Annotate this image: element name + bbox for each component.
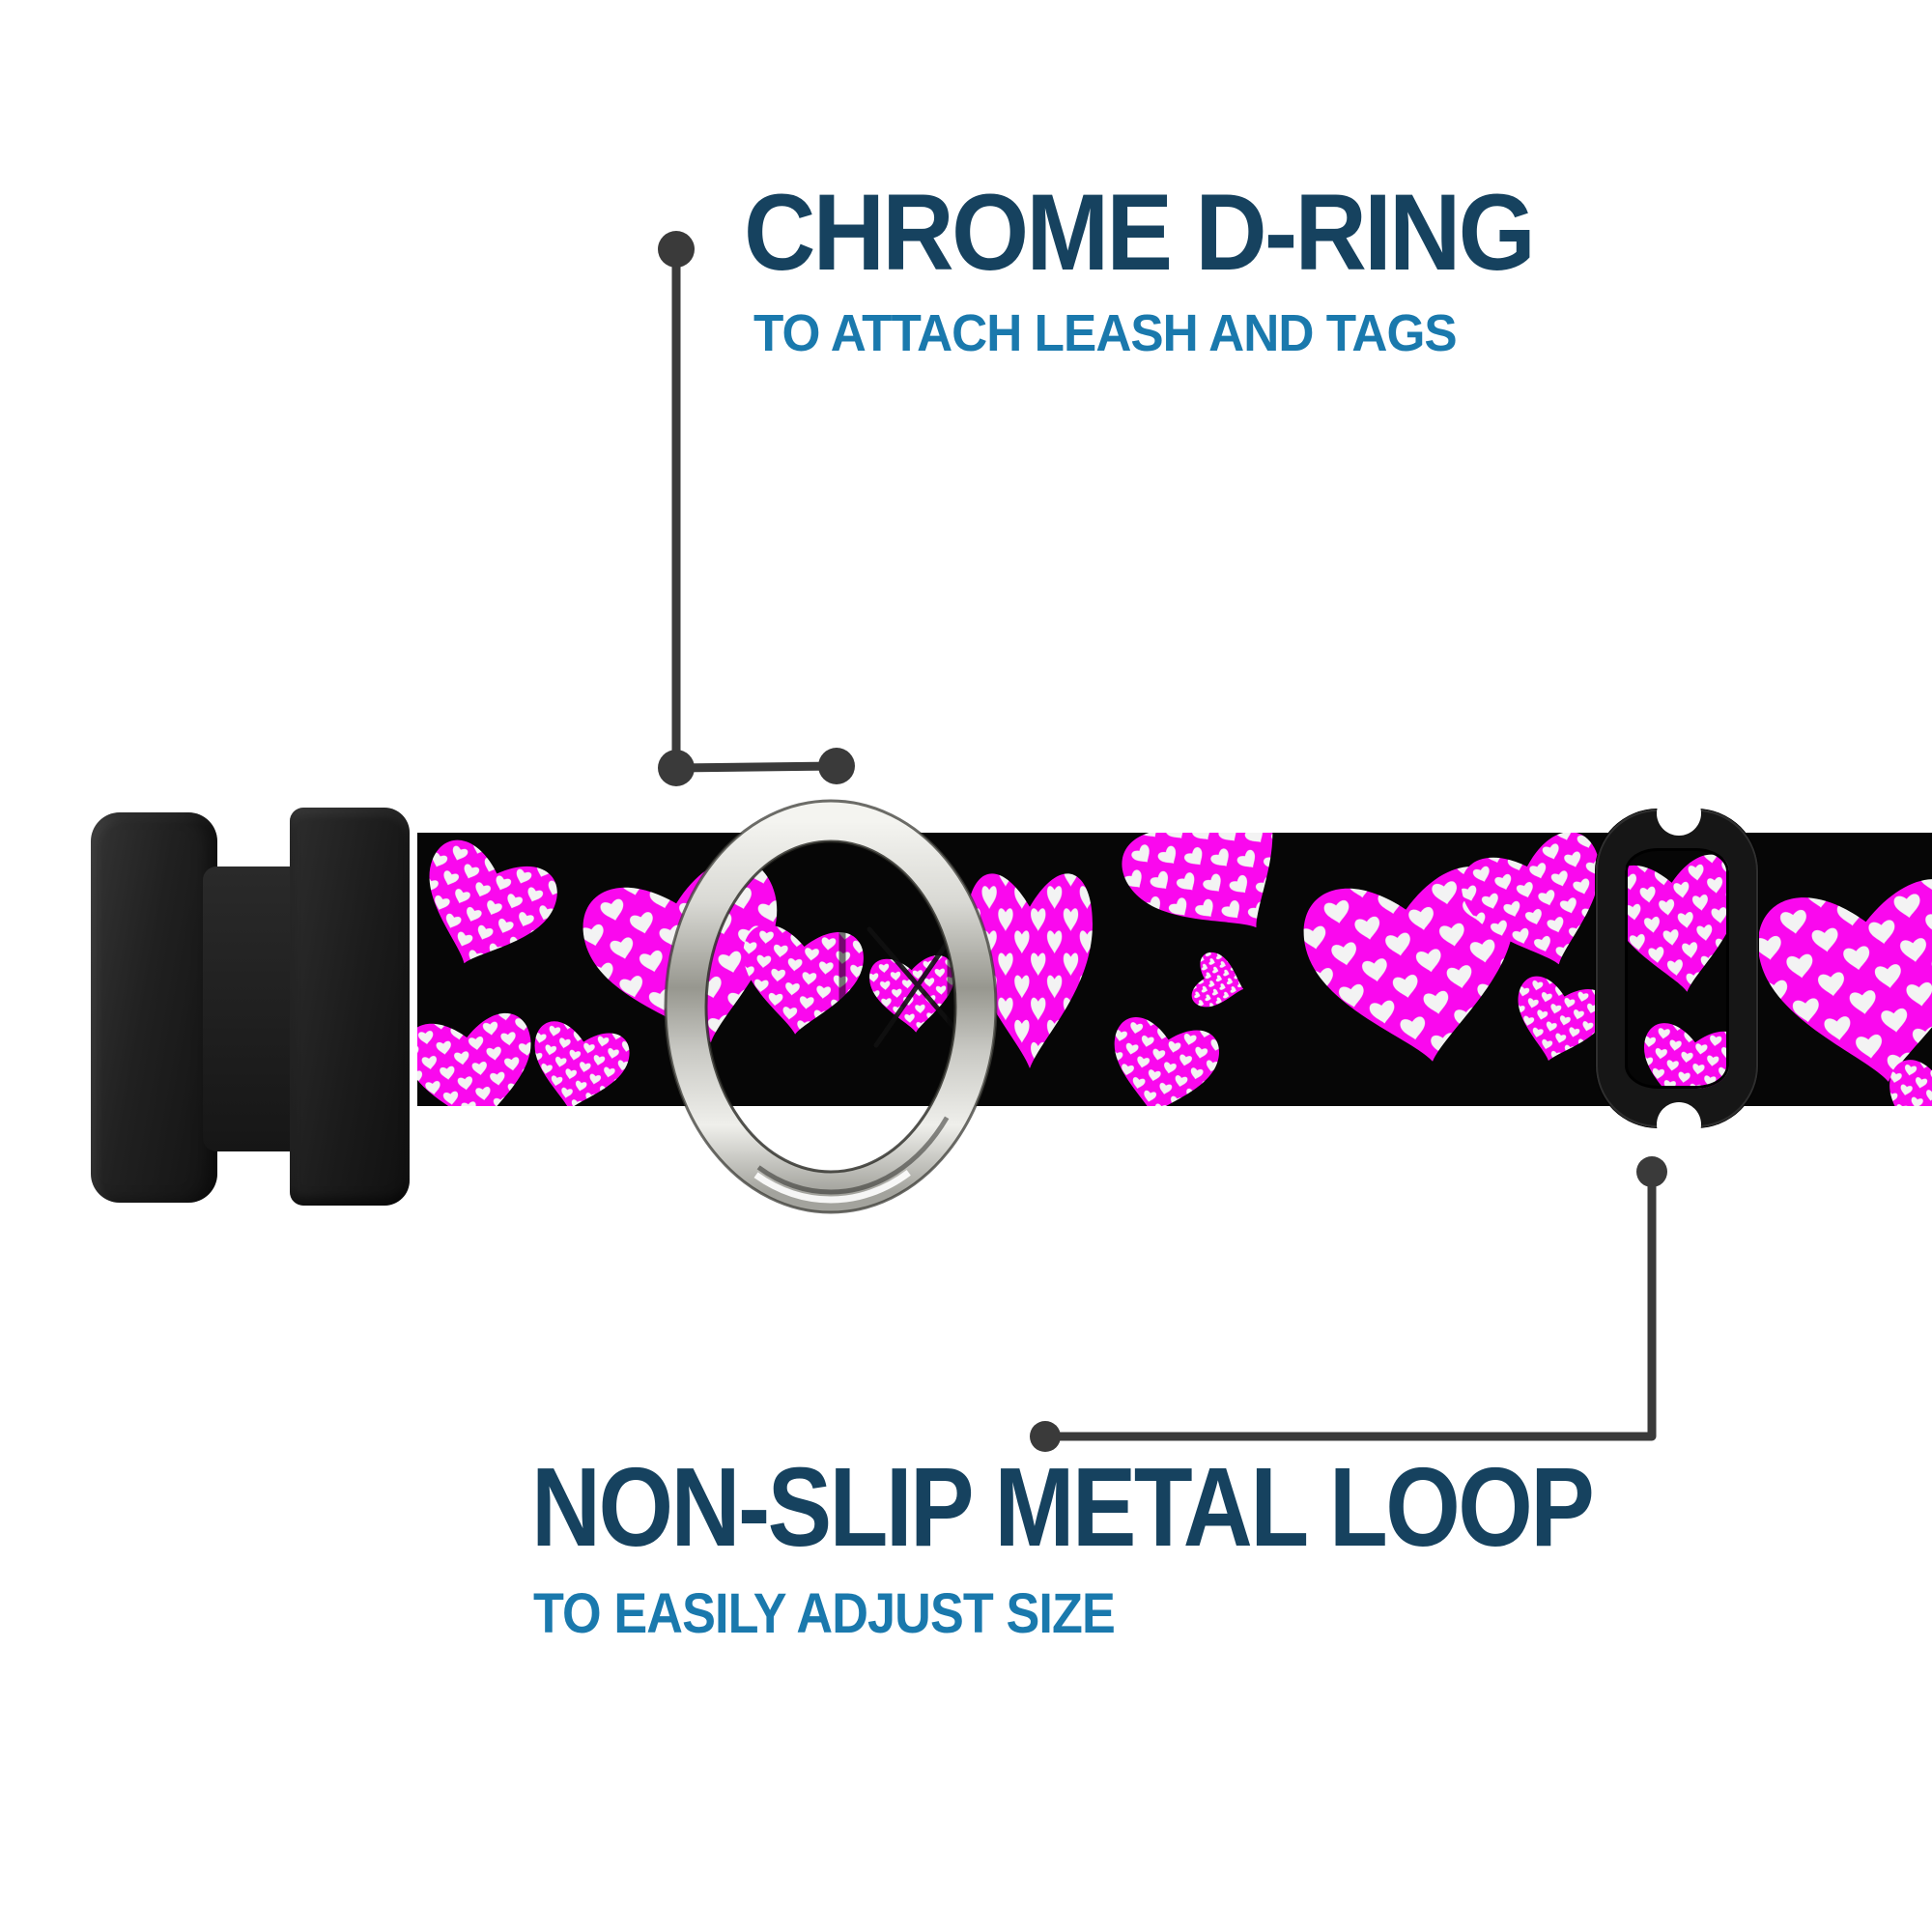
connector-dot bbox=[658, 231, 695, 268]
pattern-heart bbox=[429, 839, 557, 964]
pattern-heart bbox=[1889, 1060, 1932, 1106]
slider-bottom-pinch bbox=[1657, 1102, 1701, 1147]
pattern-heart bbox=[534, 1021, 630, 1106]
connector-dot bbox=[818, 748, 855, 784]
pattern-heart bbox=[967, 873, 1093, 1068]
pattern-heart bbox=[1122, 833, 1273, 928]
slider-metal-loop bbox=[1596, 810, 1758, 1127]
top-callout-title: CHROME D-RING bbox=[744, 172, 1536, 293]
pattern-heart bbox=[1114, 1017, 1220, 1106]
bottom-callout-subtitle: TO EASILY ADJUST SIZE bbox=[533, 1582, 1116, 1645]
bottom-callout-title: NON-SLIP METAL LOOP bbox=[531, 1444, 1595, 1570]
connector-dot bbox=[658, 750, 695, 786]
pattern-heart bbox=[1191, 952, 1244, 1008]
buckle-body bbox=[290, 808, 410, 1206]
collar-strap bbox=[417, 833, 1932, 1106]
pattern-heart bbox=[1757, 879, 1932, 1082]
pattern-heart bbox=[417, 1012, 531, 1106]
bottom-callout-connector bbox=[1030, 1156, 1667, 1452]
pattern-heart bbox=[1303, 867, 1514, 1062]
top-callout-subtitle: TO ATTACH LEASH AND TAGS bbox=[753, 304, 1458, 362]
connector-dot bbox=[1636, 1156, 1667, 1187]
slider-top-pinch bbox=[1657, 791, 1701, 836]
pattern-heart bbox=[1607, 854, 1739, 992]
pattern-heart bbox=[1518, 976, 1608, 1062]
pattern-heart bbox=[1461, 833, 1600, 965]
buckle-left-cap bbox=[91, 812, 217, 1203]
